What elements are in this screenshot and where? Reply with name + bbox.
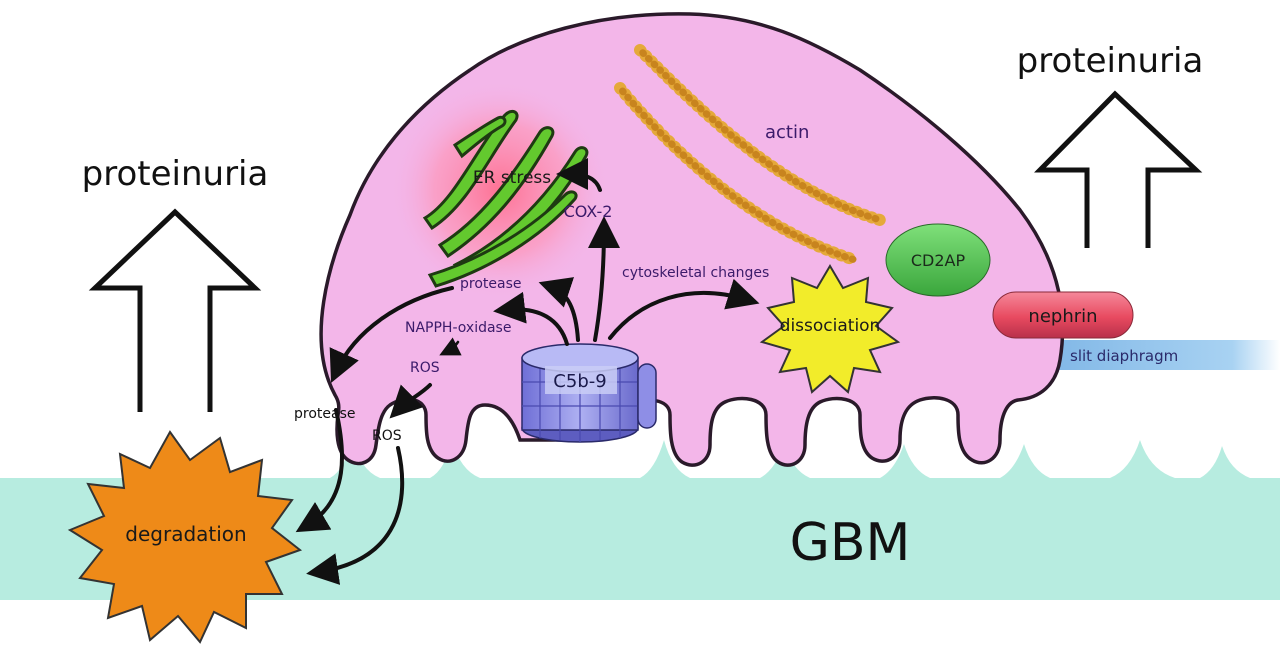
- arrow-to-cox2: [587, 216, 620, 342]
- dissociation-burst: [759, 264, 901, 394]
- degradation-burst: [67, 430, 303, 644]
- arrow-to-napph: [493, 291, 569, 346]
- ros-inner-label: ROS: [410, 360, 440, 376]
- er-stress-label: ER stress: [473, 168, 551, 188]
- arrow-napph-to-ros: [439, 337, 462, 356]
- arrow-to-protease: [538, 277, 580, 342]
- er-tubules: [422, 109, 589, 288]
- arrow-cox2-to-er: [556, 158, 602, 192]
- protease-inner-label: protease: [460, 276, 522, 292]
- slit-diaphragm-band: [1040, 340, 1280, 370]
- nephrin-label: nephrin: [1028, 306, 1097, 327]
- proteinuria-left-label: proteinuria: [82, 154, 269, 194]
- proteinuria-arrow-right: [1034, 90, 1203, 248]
- c5b9-label-bg: [545, 366, 617, 394]
- cd2ap-label: CD2AP: [911, 251, 966, 270]
- cd2ap-protein: [885, 223, 991, 297]
- protease-outer-label: protease: [294, 406, 356, 422]
- gbm-peaks: [330, 438, 1250, 478]
- actin-label: actin: [765, 122, 809, 143]
- arrow-to-dissociation: [608, 278, 760, 340]
- proteinuria-arrow-left: [88, 208, 262, 412]
- degradation-label: degradation: [125, 522, 246, 546]
- slit-diaphragm-label: slit diaphragm: [1070, 347, 1178, 365]
- napph-oxidase-label: NAPPH-oxidase: [405, 320, 511, 336]
- arrow-ros-down: [389, 383, 432, 419]
- signal-arrows: [295, 158, 760, 585]
- proteinuria-right-label: proteinuria: [1017, 41, 1204, 81]
- arrow-protease-to-degradation: [295, 408, 344, 533]
- c5b9-label: C5b-9: [553, 371, 606, 392]
- ros-outer-label: ROS: [372, 428, 402, 444]
- gbm-label: GBM: [790, 513, 911, 573]
- actin-filaments: [614, 44, 886, 266]
- nephrin-protein: [992, 291, 1134, 339]
- cox2-label: COX-2: [564, 202, 613, 221]
- cytoskeletal-changes-label: cytoskeletal changes: [622, 265, 769, 281]
- arrow-ros-to-degradation: [306, 446, 405, 585]
- dissociation-label: dissociation: [780, 316, 881, 336]
- arrow-protease-to-gbm: [329, 286, 454, 383]
